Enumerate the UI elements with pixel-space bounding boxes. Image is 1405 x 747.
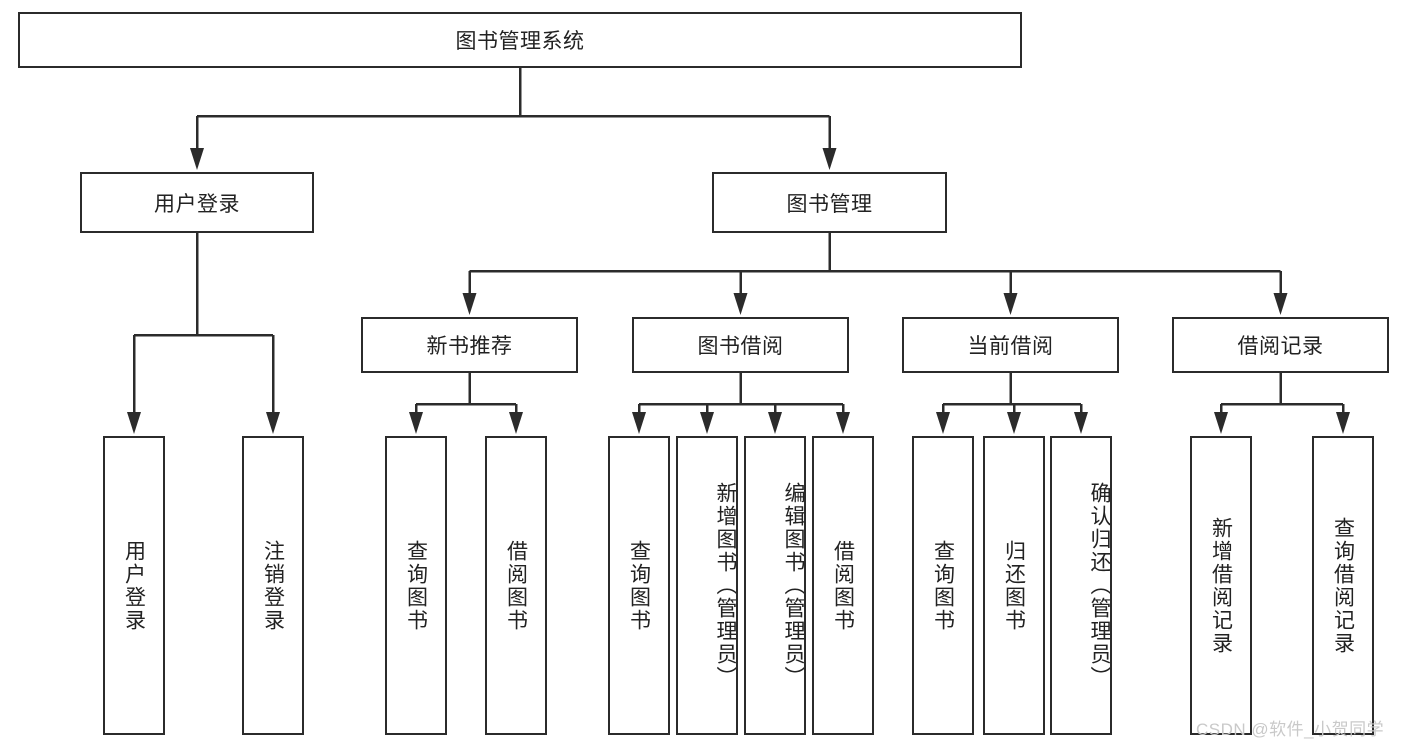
node-leaf-cur-return[interactable]: 归还图书 xyxy=(983,436,1045,735)
node-l2-borrow[interactable]: 图书借阅 xyxy=(632,317,849,373)
node-label: 确认归还（管理员） xyxy=(1088,482,1111,689)
node-leaf-bb-add[interactable]: 新增图书（管理员） xyxy=(676,436,738,735)
node-label: 查询图书 xyxy=(404,539,428,632)
node-leaf-rec-add[interactable]: 新增借阅记录 xyxy=(1190,436,1252,735)
node-l2-record[interactable]: 借阅记录 xyxy=(1172,317,1389,373)
node-label: 当前借阅 xyxy=(967,335,1054,358)
node-label: 查询图书 xyxy=(627,539,651,632)
node-label: 查询借阅记录 xyxy=(1331,516,1355,655)
node-l2-current[interactable]: 当前借阅 xyxy=(902,317,1119,373)
node-l1-user-login[interactable]: 用户登录 xyxy=(80,172,314,233)
node-leaf-user-login[interactable]: 用户登录 xyxy=(103,436,165,735)
node-label: 编辑图书（管理员） xyxy=(782,482,805,689)
node-label: 图书管理系统 xyxy=(455,30,585,53)
node-label: 用户登录 xyxy=(122,539,146,632)
node-leaf-bb-edit[interactable]: 编辑图书（管理员） xyxy=(744,436,806,735)
node-label: 图书借阅 xyxy=(697,335,784,358)
node-label: 新增图书（管理员） xyxy=(714,482,737,689)
node-leaf-nb-borrow[interactable]: 借阅图书 xyxy=(485,436,547,735)
node-leaf-cur-query[interactable]: 查询图书 xyxy=(912,436,974,735)
node-label: 查询图书 xyxy=(931,539,955,632)
node-label: 借阅图书 xyxy=(831,539,855,632)
node-label: 用户登录 xyxy=(154,192,240,216)
node-label: 归还图书 xyxy=(1002,539,1026,632)
watermark-text: CSDN @软件_小贺同学 xyxy=(1196,720,1385,739)
node-label: 注销登录 xyxy=(261,539,285,632)
node-label: 借阅记录 xyxy=(1237,335,1324,358)
node-l1-book-manage[interactable]: 图书管理 xyxy=(712,172,947,233)
node-label: 图书管理 xyxy=(786,192,873,216)
node-label: 借阅图书 xyxy=(504,539,528,632)
node-label: 新增借阅记录 xyxy=(1209,516,1233,655)
node-leaf-bb-borrow[interactable]: 借阅图书 xyxy=(812,436,874,735)
node-l2-new-book[interactable]: 新书推荐 xyxy=(361,317,578,373)
node-leaf-rec-query[interactable]: 查询借阅记录 xyxy=(1312,436,1374,735)
node-leaf-cur-confirm[interactable]: 确认归还（管理员） xyxy=(1050,436,1112,735)
node-label: 新书推荐 xyxy=(426,335,513,358)
node-leaf-nb-query[interactable]: 查询图书 xyxy=(385,436,447,735)
node-leaf-user-logout[interactable]: 注销登录 xyxy=(242,436,304,735)
node-root[interactable]: 图书管理系统 xyxy=(18,12,1022,68)
node-leaf-bb-query[interactable]: 查询图书 xyxy=(608,436,670,735)
